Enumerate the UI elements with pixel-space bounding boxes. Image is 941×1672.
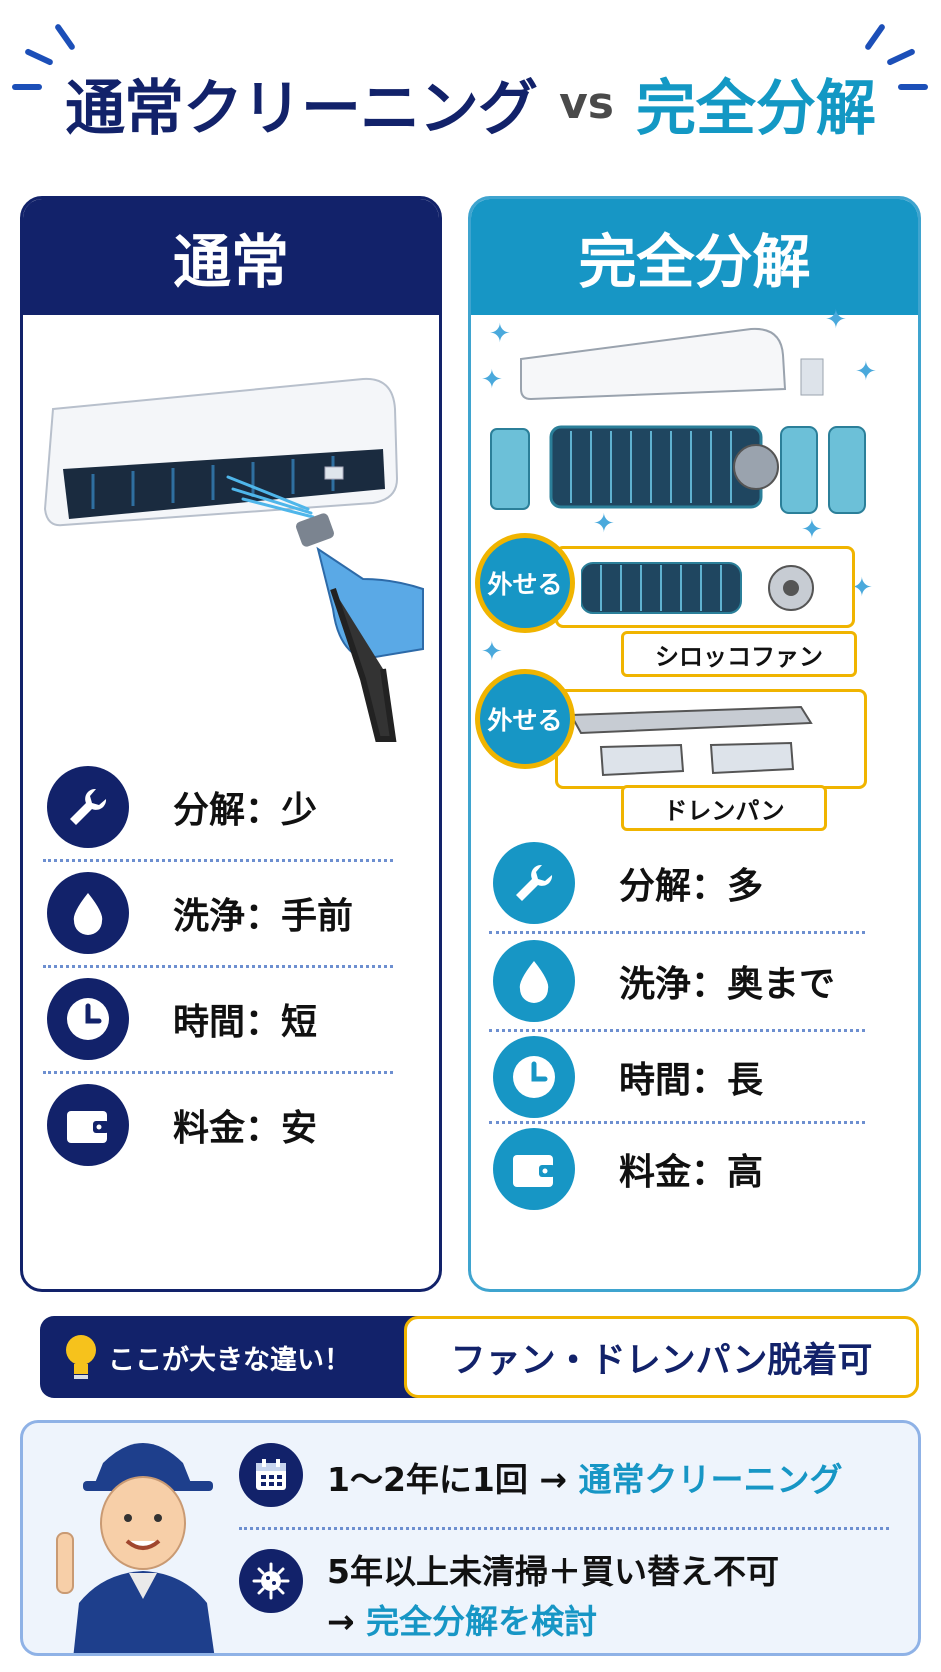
spec-label: 時間：短	[173, 1002, 318, 1043]
spec-row: 料金：高	[493, 1121, 763, 1217]
row2-accent: 完全分解を検討	[366, 1602, 598, 1641]
divider	[239, 1527, 889, 1530]
sparkle-icon: ✦	[481, 637, 503, 667]
spec-row: 時間：短	[47, 971, 317, 1067]
aircon-spray-illustration	[43, 377, 424, 742]
burst-mark	[863, 22, 887, 52]
panel-title: 完全分解	[471, 199, 918, 315]
wrench-icon	[47, 766, 129, 848]
spec-row: 料金：安	[47, 1077, 317, 1173]
spec-label: 洗浄：奥まで	[619, 964, 836, 1005]
calendar-icon	[239, 1443, 303, 1507]
clock-icon	[493, 1036, 575, 1118]
removable-tag: 外せる	[475, 533, 575, 633]
recommendation-row-1: 1〜2年に1回 → 通常クリーニング	[327, 1453, 843, 1501]
divider	[489, 1029, 865, 1032]
wallet-icon	[493, 1128, 575, 1210]
wrench-icon	[493, 842, 575, 924]
wallet-icon	[47, 1084, 129, 1166]
divider	[489, 931, 865, 934]
difference-value: ファン・ドレンパン脱着可	[404, 1316, 919, 1398]
row1-accent: 通常クリーニング	[578, 1460, 843, 1499]
exploded-aircon-illustration	[490, 327, 866, 514]
recommendation-box: 1〜2年に1回 → 通常クリーニング 5年以上未清掃＋買い替え不可 → 完全分解…	[20, 1420, 921, 1656]
spec-row: 洗浄：奥まで	[493, 933, 835, 1029]
burst-mark	[53, 22, 77, 52]
spec-label: 料金：高	[619, 1152, 764, 1193]
technician-illustration	[56, 1443, 215, 1653]
recommendation-row-2-line-2: → 完全分解を検討	[327, 1595, 597, 1643]
recommendation-row-2-line-1: 5年以上未清掃＋買い替え不可	[327, 1552, 779, 1591]
removable-tag: 外せる	[475, 669, 575, 769]
headline-right: 完全分解	[635, 74, 876, 144]
divider	[43, 1071, 393, 1074]
divider	[489, 1121, 865, 1124]
divider	[43, 859, 393, 862]
virus-icon	[239, 1549, 303, 1613]
headline: 通常クリーニング vs 完全分解	[0, 60, 941, 170]
spec-label: 洗浄：手前	[173, 896, 354, 937]
spec-row: 洗浄：手前	[47, 865, 353, 961]
drain-pan-image	[571, 705, 813, 777]
divider	[43, 965, 393, 968]
sparkle-icon: ✦	[481, 365, 503, 395]
difference-label-box: ここが大きな違い！	[40, 1316, 420, 1398]
lightbulb-icon	[66, 1335, 96, 1379]
spec-label: 分解：多	[619, 866, 764, 907]
spec-row: 分解：少	[47, 759, 317, 855]
part-label-sirocco-fan: シロッコファン	[621, 631, 857, 677]
spec-label: 料金：安	[173, 1108, 318, 1149]
difference-label: ここが大きな違い！	[108, 1344, 351, 1376]
spec-label: 時間：長	[619, 1060, 764, 1101]
panel-title: 通常	[23, 199, 439, 315]
full-disassembly-panel: 完全分解 ✦ ✦ ✦ ✦ ✦ ✦ ✦ ✦ 外せる	[468, 196, 921, 1292]
sparkle-icon: ✦	[489, 319, 511, 349]
sparkle-icon: ✦	[825, 305, 847, 335]
water-drop-icon	[47, 872, 129, 954]
sparkle-icon: ✦	[801, 515, 823, 545]
normal-cleaning-panel: 通常 分解：少 洗浄：手前	[20, 196, 442, 1292]
sparkle-icon: ✦	[855, 357, 877, 387]
headline-vs: vs	[559, 78, 614, 129]
sparkle-icon: ✦	[851, 573, 873, 603]
spec-row: 時間：長	[493, 1029, 763, 1125]
sparkle-icon: ✦	[593, 509, 615, 539]
part-label-drain-pan: ドレンパン	[621, 785, 827, 831]
water-drop-icon	[493, 940, 575, 1022]
sirocco-fan-image	[581, 562, 814, 614]
spec-row: 分解：多	[493, 835, 763, 931]
clock-icon	[47, 978, 129, 1060]
headline-left: 通常クリーニング	[65, 74, 538, 144]
row1-text: 1〜2年に1回 →	[327, 1460, 579, 1499]
row2-prefix: →	[327, 1602, 367, 1641]
spec-label: 分解：少	[173, 790, 318, 831]
